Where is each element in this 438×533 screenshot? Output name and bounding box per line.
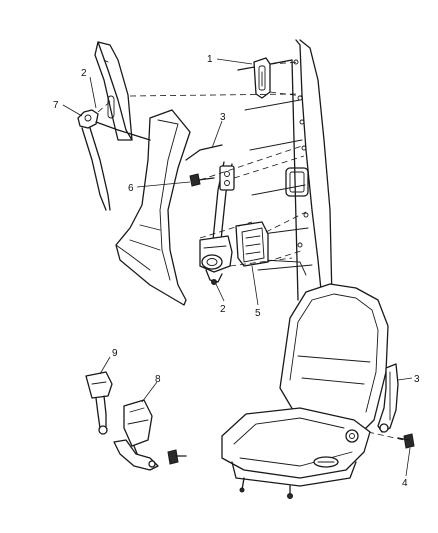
buckle-part-8 [113, 399, 187, 471]
callout-6: 6 [128, 183, 134, 194]
front-seat [221, 283, 389, 499]
callout-3-upper: 3 [220, 112, 226, 123]
callout-2-lower: 2 [220, 304, 226, 315]
upper-pillar-trim [94, 41, 133, 141]
callout-5: 5 [255, 308, 261, 319]
shoulder-belt-and-retractor [185, 144, 235, 285]
leader-lines [62, 58, 413, 477]
callout-8: 8 [155, 374, 161, 385]
seat-belt-buckle-strap [377, 363, 399, 433]
assembly-guide-lines [97, 61, 405, 441]
callout-9: 9 [112, 348, 118, 359]
anchor-bolt [189, 173, 215, 187]
callout-labels: 1 2 7 3 6 2 5 9 8 3 4 [53, 54, 420, 489]
retractor-cover [235, 221, 269, 267]
pillar-window-opening [285, 167, 309, 197]
callout-4: 4 [402, 478, 408, 489]
callout-7: 7 [53, 100, 59, 111]
callout-2-upper: 2 [81, 68, 87, 79]
d-ring-and-upper-belt [77, 109, 151, 211]
buckle-part-9 [85, 371, 113, 435]
callout-1: 1 [207, 54, 213, 65]
seat-bolt [397, 433, 415, 449]
b-pillar-trim-panel [115, 109, 191, 306]
height-adjuster [253, 57, 271, 99]
callout-3-lower: 3 [414, 374, 420, 385]
